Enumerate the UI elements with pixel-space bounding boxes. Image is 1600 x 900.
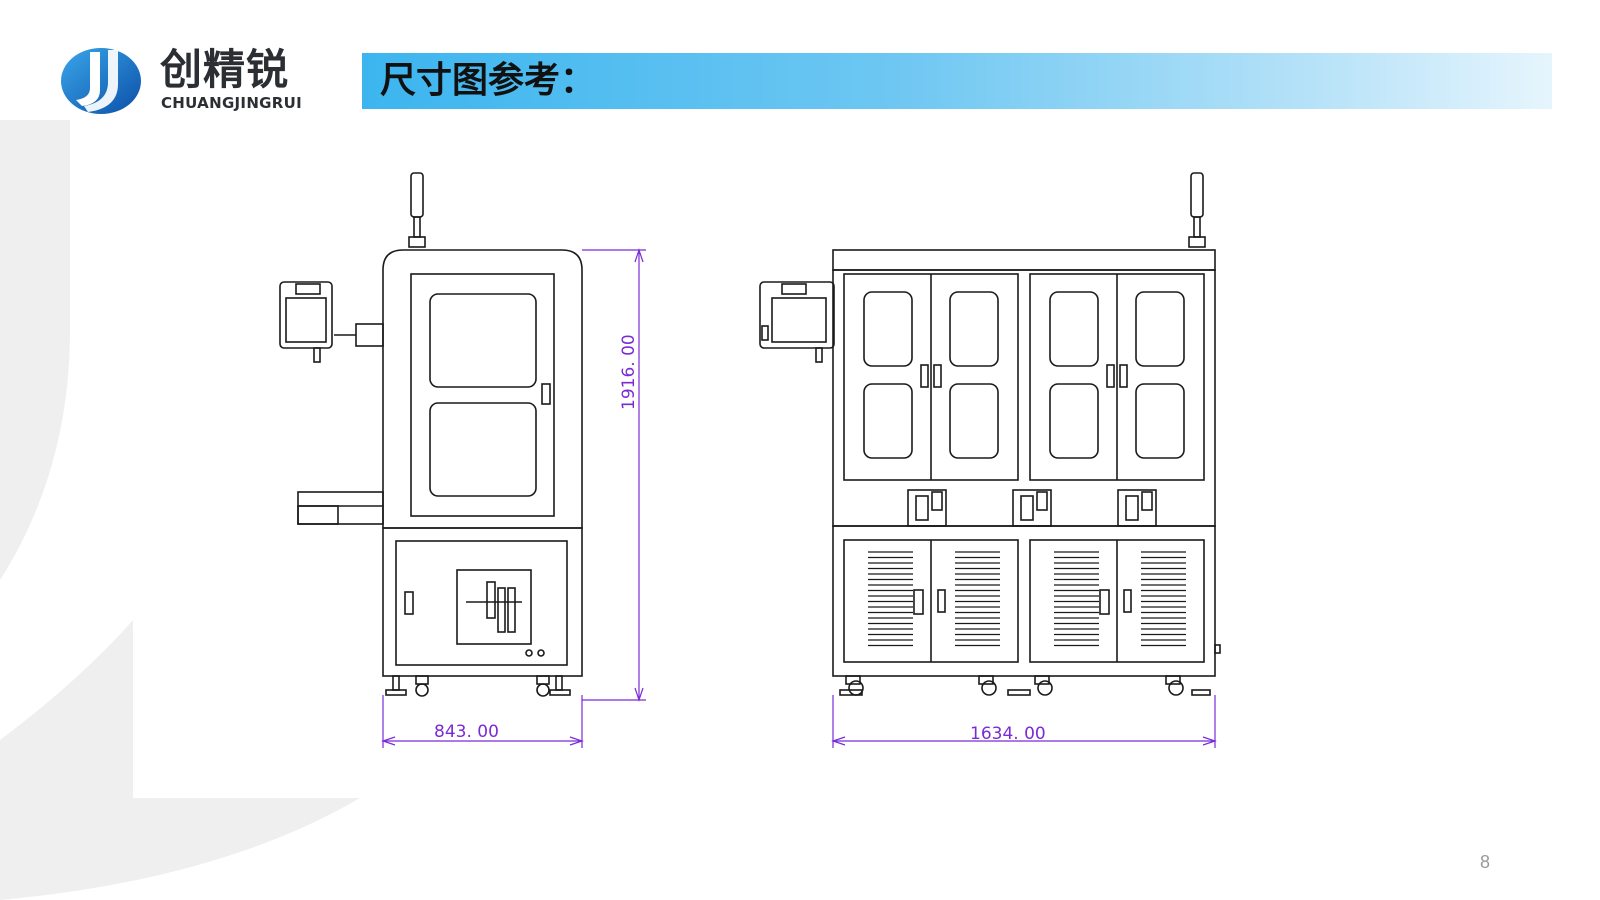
company-logo: 创精锐 CHUANGJINGRUI xyxy=(60,44,340,116)
logo-mark-icon xyxy=(61,48,141,114)
work-modules xyxy=(907,489,1157,527)
front-feet xyxy=(839,675,1211,696)
height-dimension-label: 1916. 00 xyxy=(619,334,639,410)
side-view xyxy=(279,172,583,697)
air-regulator-panel xyxy=(456,569,532,645)
side-width-dimension-label: 843. 00 xyxy=(434,722,499,742)
signal-tower-icon xyxy=(1190,172,1204,218)
logo-chinese-text: 创精锐 xyxy=(160,45,290,94)
page-title: 尺寸图参考： xyxy=(380,60,597,101)
dimension-lines xyxy=(381,248,1217,748)
page-number: 8 xyxy=(1480,852,1491,872)
front-view xyxy=(759,172,1221,696)
logo-english-text: CHUANGJINGRUI xyxy=(161,94,302,112)
side-feet xyxy=(385,675,571,697)
title-bar: 尺寸图参考： xyxy=(362,53,1552,109)
signal-tower-icon xyxy=(410,172,424,218)
hmi-monitor-icon xyxy=(759,281,835,349)
vent-grilles xyxy=(868,551,1186,647)
hmi-monitor-icon xyxy=(279,281,333,349)
front-width-dimension-label: 1634. 00 xyxy=(970,724,1046,744)
